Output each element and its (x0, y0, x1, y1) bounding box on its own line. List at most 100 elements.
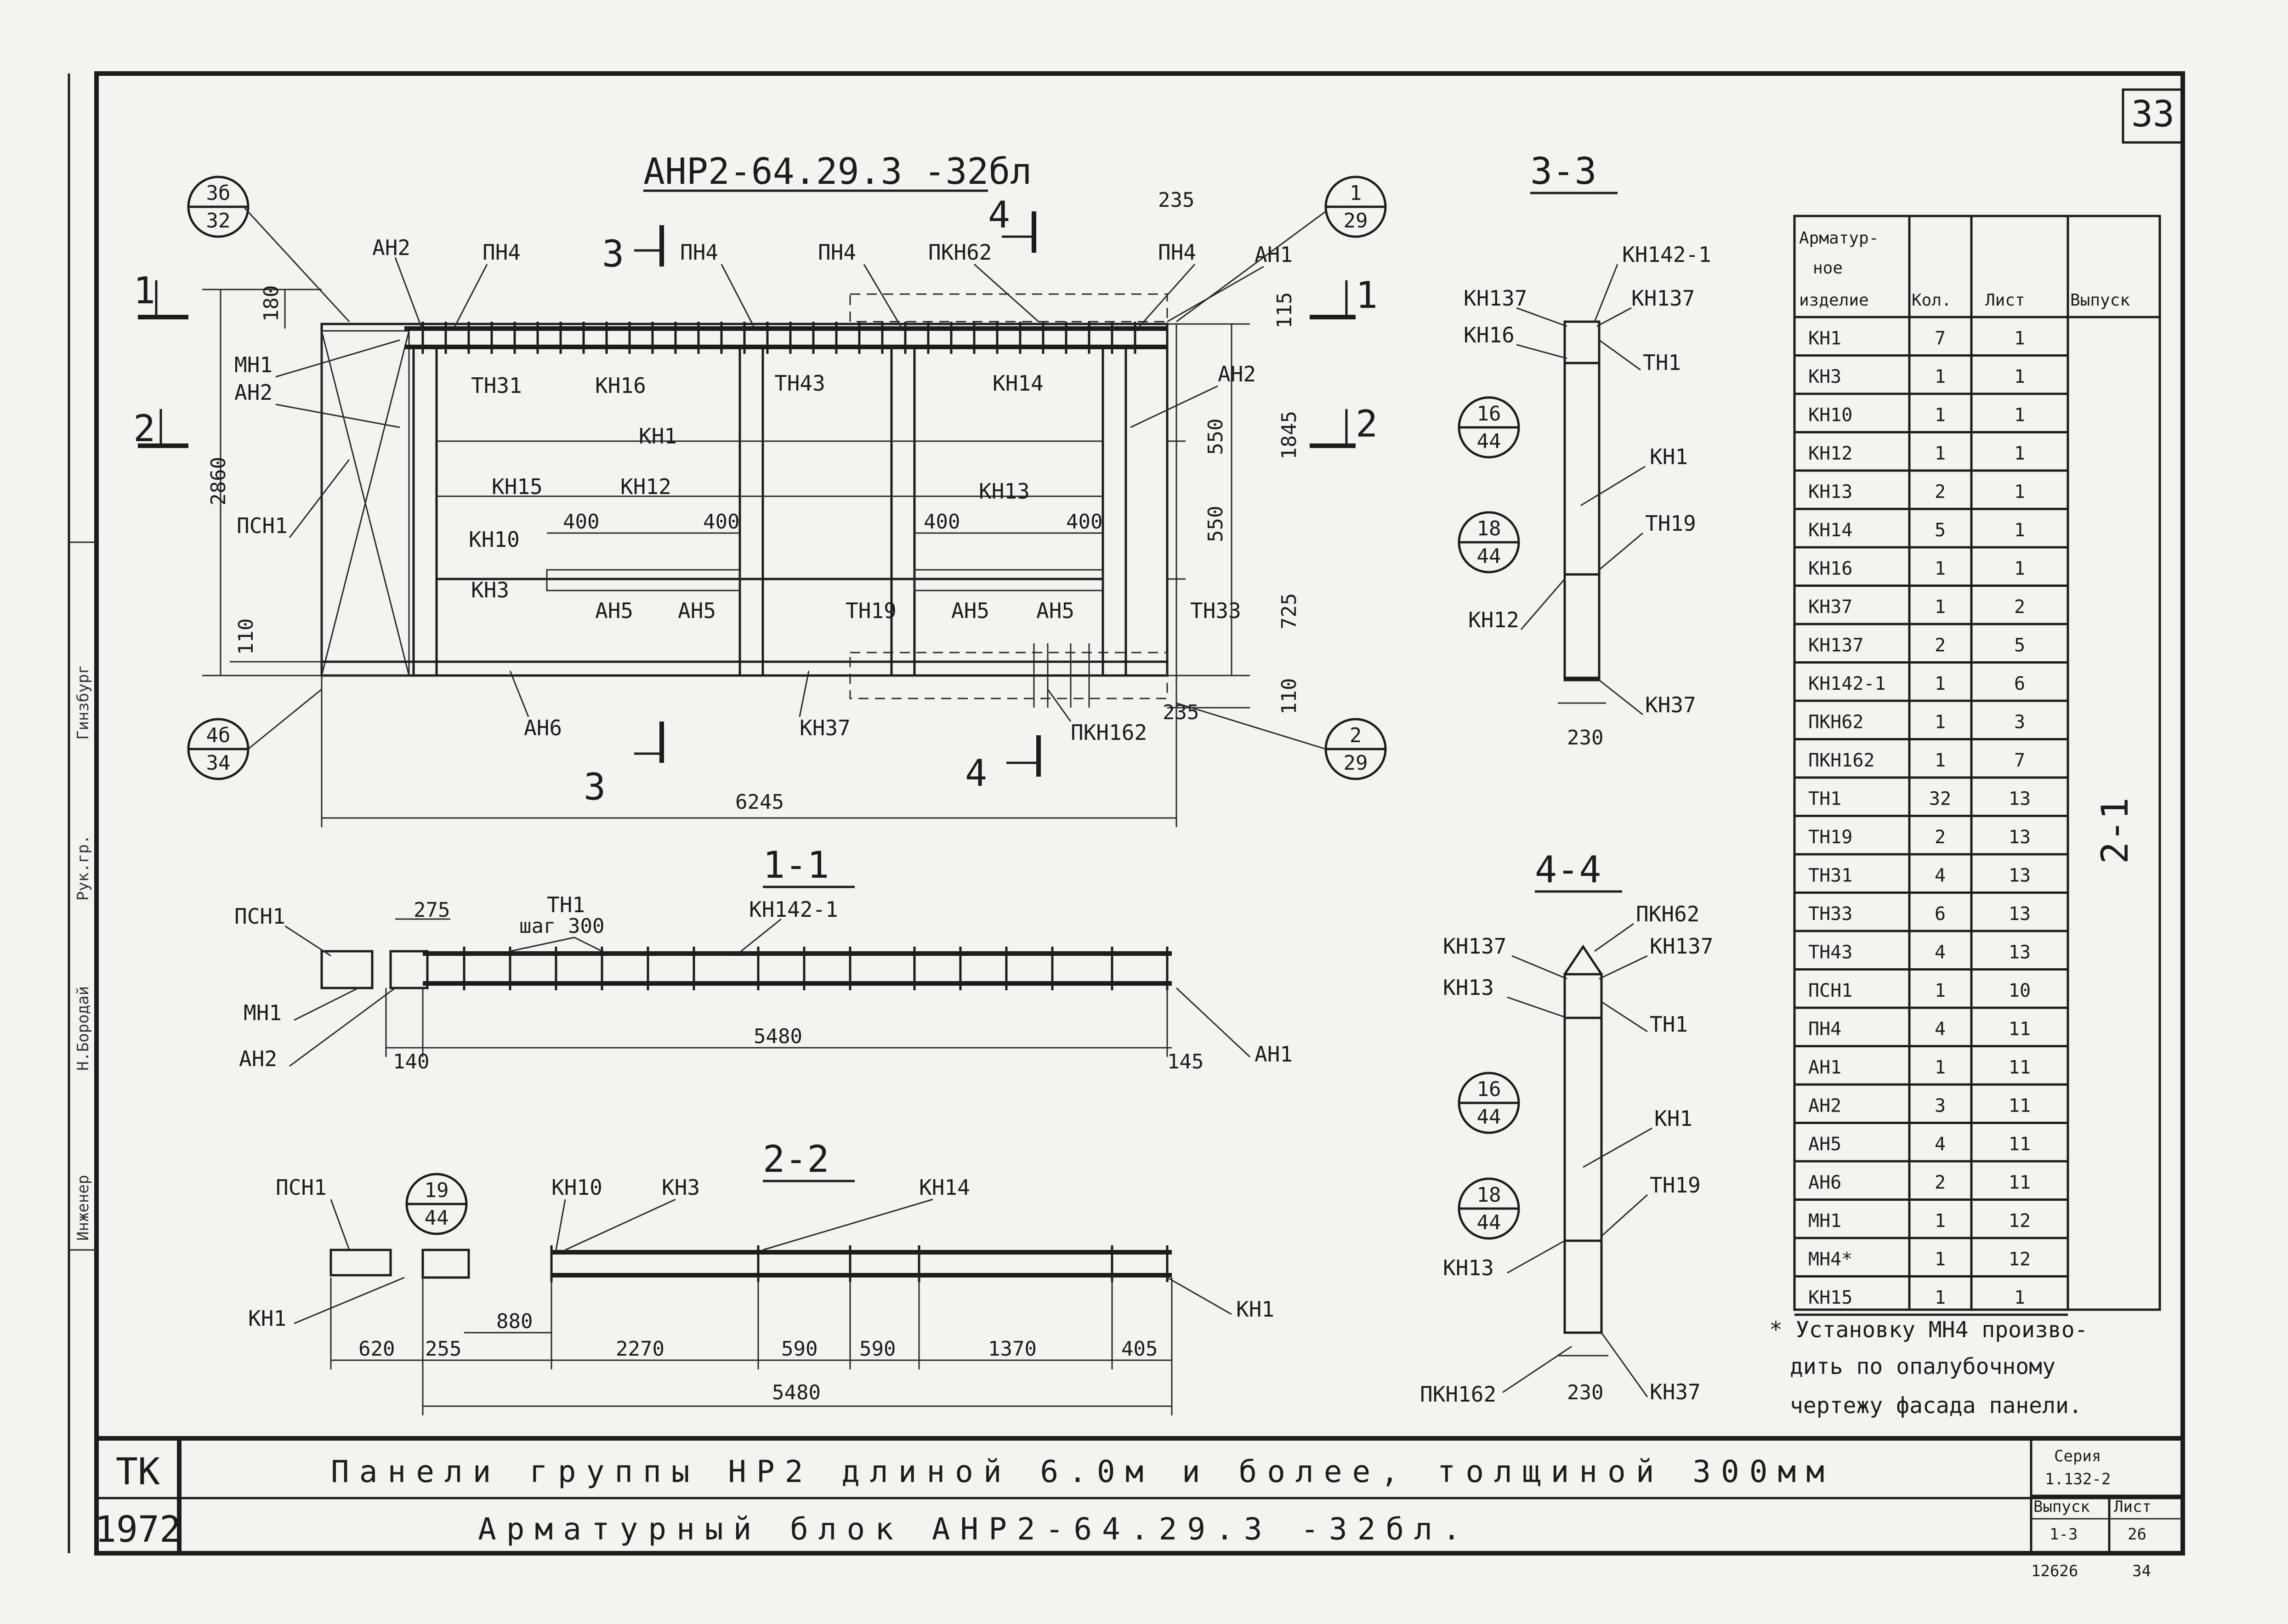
s44-kn37: КН37 (1650, 1380, 1701, 1404)
table-cell-sheet: 11 (2009, 1019, 2031, 1040)
table-cell-sheet: 1 (2014, 366, 2025, 387)
table-cell-qty: 1 (1935, 405, 1946, 426)
label-kn15: КН15 (492, 474, 543, 499)
page-number: 34 (2132, 1562, 2151, 1580)
table-cell-sheet: 1 (2014, 443, 2025, 464)
table-cell-sheet: 13 (2009, 827, 2031, 848)
dim-400-c: 400 (924, 510, 960, 534)
dim-550-a: 550 (1204, 419, 1227, 455)
s22-dim-590-b: 590 (859, 1337, 896, 1361)
table-cell-sheet: 10 (2009, 980, 2031, 1001)
detail-bubble-1: 3б 32 (187, 176, 350, 323)
series-label: Серия (2054, 1447, 2101, 1465)
svg-text:19: 19 (425, 1179, 449, 1202)
cut-mark-1: 1 1 (133, 269, 1378, 319)
table-cell-qty: 7 (1935, 328, 1946, 349)
table-cell-item: ТН31 (1808, 865, 1852, 886)
dim-400-d: 400 (1066, 510, 1102, 534)
s11-th1: ТН1 (547, 892, 585, 917)
section-4-4: 4-4 ПКН62 КН137 КН137 КН13 ТН1 КН1 ТН19 … (1420, 848, 1713, 1407)
label-kn37: КН37 (800, 715, 851, 740)
s22-dim-5480: 5480 (772, 1381, 821, 1404)
section-2-2: 2-2 ПСН1 КН10 КН3 КН14 КН1 КН1 (248, 1138, 1274, 1415)
detail-bubble-9: 19 44 (405, 1173, 468, 1235)
s22-dim-405: 405 (1121, 1337, 1158, 1361)
table-cell-sheet: 11 (2009, 1057, 2031, 1078)
table-cell-qty: 1 (1935, 443, 1946, 464)
s22-dim-1370: 1370 (988, 1337, 1037, 1361)
table-cell-item: КН13 (1808, 482, 1852, 503)
issue-value: 1-3 (2050, 1525, 2078, 1544)
table-cell-item: КН16 (1808, 558, 1852, 579)
table-cell-qty: 1 (1935, 1057, 1946, 1078)
s11-an1: АН1 (1255, 1042, 1293, 1067)
label-kn14: КН14 (993, 371, 1044, 396)
table-cell-sheet: 13 (2009, 789, 2031, 810)
table-cell-qty: 1 (1935, 558, 1946, 579)
label-kn10: КН10 (469, 527, 520, 552)
table-cell-qty: 6 (1935, 903, 1946, 925)
table-cell-sheet: 7 (2014, 750, 2025, 771)
s11-dim-275: 275 (414, 898, 450, 922)
s22-kn14: КН14 (919, 1175, 970, 1200)
label-psn1: ПСН1 (237, 513, 288, 538)
s44-pkn162: ПКН162 (1420, 1382, 1496, 1407)
svg-text:18: 18 (1477, 517, 1501, 540)
sheet-number-box (2122, 88, 2184, 144)
svg-text:3б: 3б (206, 182, 231, 205)
section-2-2-title: 2-2 (763, 1138, 829, 1181)
svg-text:2: 2 (1350, 724, 1362, 747)
table-cell-qty: 4 (1935, 865, 1946, 886)
table-cell-item: ПСН1 (1808, 980, 1852, 1001)
svg-text:16: 16 (1477, 1078, 1501, 1101)
s22-kn1-left: КН1 (248, 1306, 286, 1331)
s11-step: шаг 300 (519, 914, 604, 938)
detail-bubble-6: 18 44 (1458, 511, 1520, 574)
table-cell-qty: 1 (1935, 1210, 1946, 1232)
footnote-line-1: * Установку МН4 произво- (1769, 1317, 2088, 1343)
table-cell-sheet: 12 (2009, 1249, 2031, 1270)
table-cell-sheet: 2 (2014, 596, 2025, 618)
label-pkn162: ПКН162 (1071, 720, 1147, 745)
table-cell-sheet: 1 (2014, 328, 2025, 349)
table-cell-item: АН1 (1808, 1057, 1841, 1078)
table-cell-qty: 1 (1935, 673, 1946, 694)
label-pkn62: ПКН62 (928, 240, 992, 265)
table-cell-sheet: 1 (2014, 520, 2025, 541)
s33-kn12: КН12 (1468, 608, 1519, 632)
svg-text:32: 32 (206, 209, 231, 233)
table-cell-item: КН1 (1808, 328, 1841, 349)
label-an5-4: АН5 (1036, 598, 1074, 623)
cut-mark-4: 4 4 (965, 193, 1041, 795)
table-issue-value: 2-1 (2094, 798, 2136, 864)
table-cell-sheet: 5 (2014, 635, 2025, 656)
s33-kn137-right: КН137 (1631, 286, 1695, 311)
sheet-value: 26 (2128, 1525, 2146, 1544)
table-cell-item: КН37 (1808, 596, 1852, 618)
footnote-line-3: чертежу фасада панели. (1790, 1393, 2082, 1419)
table-cell-sheet: 11 (2009, 1134, 2031, 1155)
svg-text:44: 44 (1477, 1211, 1501, 1234)
table-cell-qty: 5 (1935, 520, 1946, 541)
table-cell-sheet: 1 (2014, 405, 2025, 426)
s22-kn3: КН3 (662, 1175, 700, 1200)
svg-text:4б: 4б (206, 724, 231, 747)
label-th31: ТН31 (471, 373, 522, 398)
label-pn4-4: ПН4 (1158, 240, 1196, 265)
section-4-4-title: 4-4 (1535, 848, 1601, 891)
table-cell-item: ТН43 (1808, 942, 1852, 963)
dim-180: 180 (260, 285, 283, 322)
table-cell-item: ПКН62 (1808, 712, 1863, 733)
s11-dim-140: 140 (393, 1050, 429, 1073)
detail-bubble-3: 1 29 (1176, 176, 1387, 323)
s33-kn137-left: КН137 (1464, 286, 1527, 311)
table-cell-sheet: 11 (2009, 1172, 2031, 1193)
title-block: ТК 1972 Панели группы НР2 длиной 6.0м и … (95, 1436, 2183, 1580)
s33-kn16: КН16 (1464, 323, 1515, 347)
table-cell-sheet: 1 (2014, 482, 2025, 503)
inventory-number: 12626 (2031, 1562, 2078, 1580)
svg-text:16: 16 (1477, 402, 1501, 426)
